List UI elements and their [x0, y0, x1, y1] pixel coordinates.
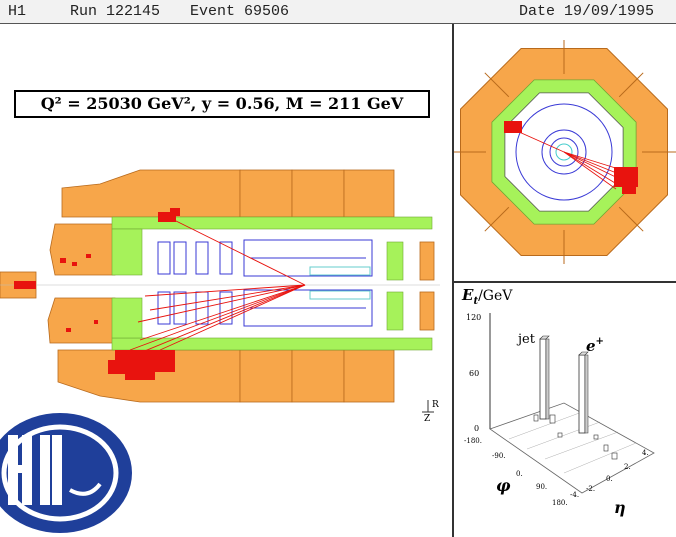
eta-tick-label: 4.: [642, 449, 649, 457]
phi-tick-label: 0.: [516, 470, 523, 478]
radial-segment-line: [618, 206, 644, 232]
radial-segment-line: [484, 72, 510, 98]
eta-tick-label: 0.: [606, 475, 613, 483]
eta-tick-label: 2.: [624, 463, 631, 471]
radial-silicon: [555, 143, 573, 161]
lego-towers: [533, 335, 618, 460]
phi-tick-label: 90.: [536, 483, 547, 491]
h1-logo: [0, 413, 132, 533]
positron-label: e+: [586, 336, 604, 355]
axis-indicator: Z R: [422, 400, 439, 424]
jet-tower: [539, 335, 550, 420]
jet-label: jet: [516, 332, 536, 347]
phi-tick-label: -180.: [464, 437, 482, 445]
et-lego-plot: Et/GeV 120 60 0 jet e+: [461, 286, 655, 517]
radial-segment-line: [484, 206, 510, 232]
phi-tick-label: 180.: [552, 499, 568, 507]
detector-side-view: Z R: [0, 169, 440, 424]
event-header: H1 Run 122145 Event 69506 Date 19/09/199…: [0, 0, 676, 24]
experiment-label: H1: [8, 3, 27, 20]
axis-r-label: R: [432, 400, 439, 410]
run-number: Run 122145: [70, 3, 161, 20]
spacal-bands: [111, 216, 433, 351]
inner-silicon: [309, 266, 371, 300]
panel-divider-vertical: [452, 24, 454, 537]
phi-tick-label: -90.: [492, 452, 506, 460]
logo-mark: [8, 435, 62, 505]
axis-z-label: Z: [424, 414, 430, 424]
event-date: Date 19/09/1995: [519, 3, 655, 20]
radial-deposits: [504, 121, 638, 194]
lego-base-plane: [489, 402, 655, 494]
eta-axis-label: η: [614, 498, 626, 517]
radial-segment-line: [618, 72, 644, 98]
et-tick-label: 0: [474, 424, 479, 433]
lego-quantity-label: Et/GeV: [461, 286, 513, 307]
eta-tick-label: -4.: [570, 491, 579, 499]
kinematics-box: Q² = 25030 GeV², y = 0.56, M = 211 GeV: [14, 90, 430, 118]
positron-tower: [578, 351, 589, 434]
detector-radial-view: [454, 40, 676, 264]
panel-divider-horizontal: [452, 281, 676, 283]
phi-axis-label: φ: [496, 476, 511, 495]
lego-grid: [508, 411, 637, 474]
lar-calorimeter: [0, 169, 435, 403]
radial-trackers: [515, 103, 613, 201]
et-tick-label: 120: [466, 313, 481, 322]
eta-tick-label: -2.: [586, 485, 595, 493]
et-tick-label: 60: [469, 369, 479, 378]
tracking-chambers: [157, 239, 373, 327]
energy-deposits: [14, 208, 180, 380]
particle-tracks: [117, 217, 306, 363]
logo-ring: [1, 424, 119, 522]
event-number: Event 69506: [190, 3, 290, 20]
logo-swoosh: [69, 482, 102, 496]
